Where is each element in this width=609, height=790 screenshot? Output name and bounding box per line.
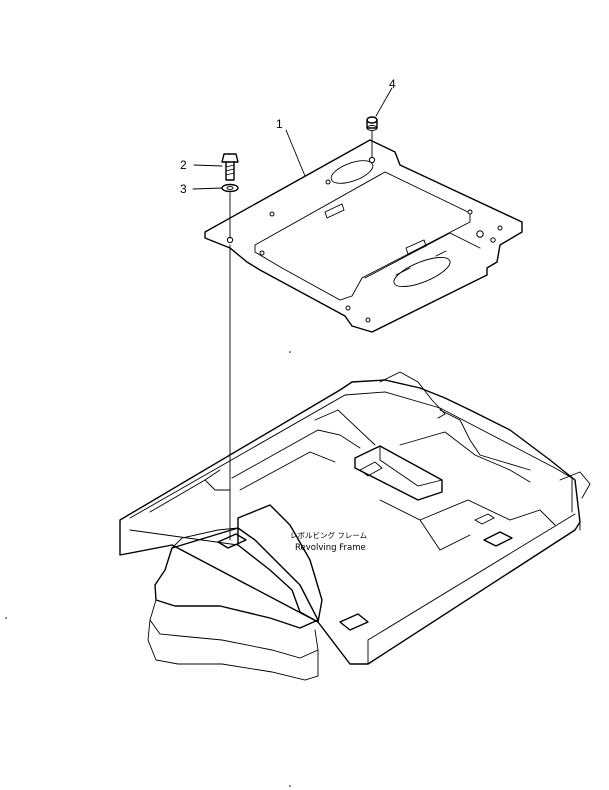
callout-4: 4 — [389, 77, 396, 91]
frame-label-english: Revolving Frame — [295, 543, 366, 553]
callout-1: 1 — [276, 117, 283, 131]
frame-label-japanese: レボルビング フレーム — [290, 530, 367, 540]
callout-labels: 1 2 3 4 — [180, 77, 396, 196]
grommet-part — [366, 116, 378, 131]
washer-part — [221, 183, 239, 193]
revolving-frame — [119, 371, 591, 681]
bolt-part — [221, 153, 239, 181]
callout-2: 2 — [180, 158, 187, 172]
frame-label: レボルビング フレーム Revolving Frame — [290, 530, 367, 553]
leader-lines — [192, 87, 393, 541]
stray-dots — [5, 351, 291, 787]
callout-3: 3 — [180, 182, 187, 196]
plate-part — [204, 139, 523, 333]
